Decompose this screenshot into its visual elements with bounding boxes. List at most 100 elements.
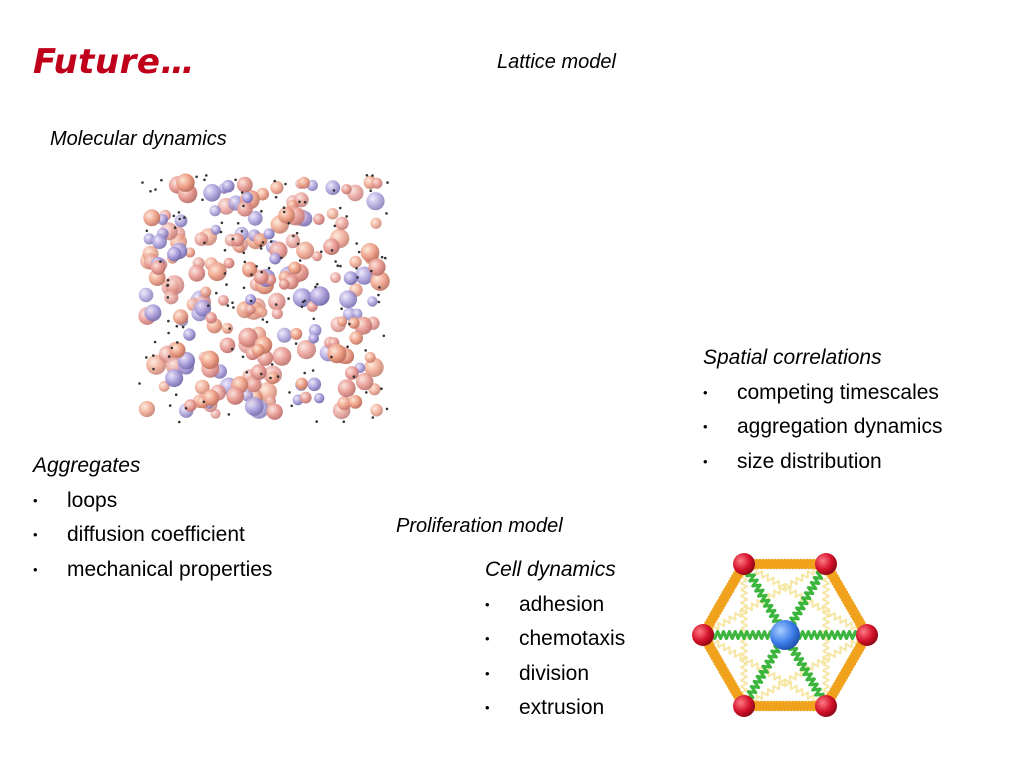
md-particle: [221, 179, 235, 193]
hex-edge-spring: [699, 562, 748, 638]
md-particle: [150, 260, 166, 275]
md-small-particle: [260, 372, 263, 376]
spatial-correlations-list: •competing timescales •aggregation dynam…: [703, 376, 942, 480]
md-small-particle: [377, 293, 380, 297]
aggregates-list: •loops •diffusion coefficient •mechanica…: [33, 484, 272, 588]
md-particle: [164, 290, 179, 305]
md-particle: [265, 395, 276, 407]
md-particle: [341, 184, 352, 195]
md-particle: [271, 308, 283, 320]
md-small-particle: [377, 300, 381, 304]
list-item-label: mechanical properties: [67, 557, 273, 581]
md-small-particle: [227, 413, 231, 416]
md-small-particle: [207, 304, 210, 307]
md-small-particle: [378, 286, 381, 289]
md-particle: [203, 184, 221, 202]
hex-vertex-node: [856, 624, 878, 646]
md-small-particle: [167, 331, 170, 335]
list-item-label: competing timescales: [737, 380, 939, 404]
md-small-particle: [371, 416, 375, 419]
hex-lattice-svg: [692, 553, 878, 717]
bullet-icon: •: [33, 527, 38, 542]
hex-edge-spring: [742, 700, 828, 712]
hex-vertex-node: [733, 695, 755, 717]
md-particle: [326, 207, 339, 220]
md-small-particle: [154, 188, 157, 191]
md-small-particle: [153, 340, 157, 344]
md-particle: [312, 251, 323, 262]
md-small-particle: [236, 222, 240, 225]
md-small-particle: [334, 260, 337, 263]
md-particle: [144, 304, 162, 322]
slide-title: Future…: [33, 42, 195, 82]
md-small-particle: [380, 387, 383, 390]
md-particle: [360, 243, 380, 262]
md-particle: [355, 266, 374, 285]
list-item-label: division: [519, 661, 590, 685]
md-particle: [323, 238, 340, 255]
md-small-particle: [259, 247, 263, 250]
bullet-icon: •: [485, 665, 490, 681]
md-small-particle: [242, 204, 245, 208]
md-small-particle: [231, 237, 235, 241]
md-small-particle: [242, 286, 246, 290]
md-small-particle: [290, 404, 293, 408]
md-small-particle: [220, 221, 224, 225]
md-particle: [183, 328, 196, 341]
md-particle: [297, 176, 310, 189]
md-small-particle: [234, 178, 237, 182]
md-small-particle: [356, 276, 359, 279]
md-small-particle: [298, 200, 301, 204]
md-particle: [356, 372, 374, 391]
bullet-icon: •: [485, 700, 490, 715]
md-small-particle: [320, 250, 323, 253]
md-small-particle: [345, 215, 348, 218]
md-small-particle: [370, 269, 373, 273]
md-small-particle: [175, 324, 179, 328]
md-small-particle: [274, 303, 278, 306]
md-small-particle: [167, 355, 171, 358]
md-small-particle: [339, 264, 342, 268]
md-particle: [223, 257, 235, 269]
md-small-particle: [385, 212, 388, 215]
md-particle: [337, 316, 348, 327]
md-particle: [226, 387, 244, 405]
list-item-label: loops: [67, 488, 118, 512]
md-small-particle: [261, 318, 265, 321]
md-small-particle: [296, 242, 300, 246]
md-small-particle: [260, 270, 263, 274]
md-particle: [343, 271, 358, 285]
md-particle: [151, 234, 167, 250]
proliferation-model-heading: Proliferation model: [396, 515, 563, 537]
md-small-particle: [202, 400, 206, 404]
md-small-particle: [255, 265, 258, 268]
hex-vertex-node: [733, 553, 755, 575]
hex-vertex-node: [692, 624, 714, 646]
md-small-particle: [250, 273, 253, 276]
molecular-dynamics-heading: Molecular dynamics: [50, 128, 227, 150]
md-small-particle: [295, 231, 299, 235]
md-small-particle: [219, 230, 223, 234]
md-small-particle: [177, 211, 181, 214]
md-particle: [263, 228, 275, 240]
md-particle: [327, 344, 347, 364]
md-small-particle: [336, 264, 339, 267]
hex-edge-spring: [822, 632, 871, 708]
md-particle: [218, 295, 229, 306]
md-small-particle: [352, 375, 356, 378]
md-small-particle: [270, 363, 274, 366]
md-small-particle: [355, 267, 358, 270]
md-small-particle: [273, 179, 276, 183]
md-particle: [296, 241, 315, 260]
md-particle: [200, 350, 220, 370]
md-particle: [176, 173, 195, 192]
md-particle: [335, 216, 349, 231]
md-small-particle: [241, 355, 245, 359]
md-small-particle: [231, 301, 234, 304]
md-small-particle: [369, 189, 372, 192]
md-small-particle: [276, 375, 280, 378]
md-small-particle: [167, 319, 170, 323]
md-small-particle: [183, 216, 186, 219]
list-item-label: extrusion: [519, 696, 605, 719]
md-small-particle: [152, 367, 155, 371]
